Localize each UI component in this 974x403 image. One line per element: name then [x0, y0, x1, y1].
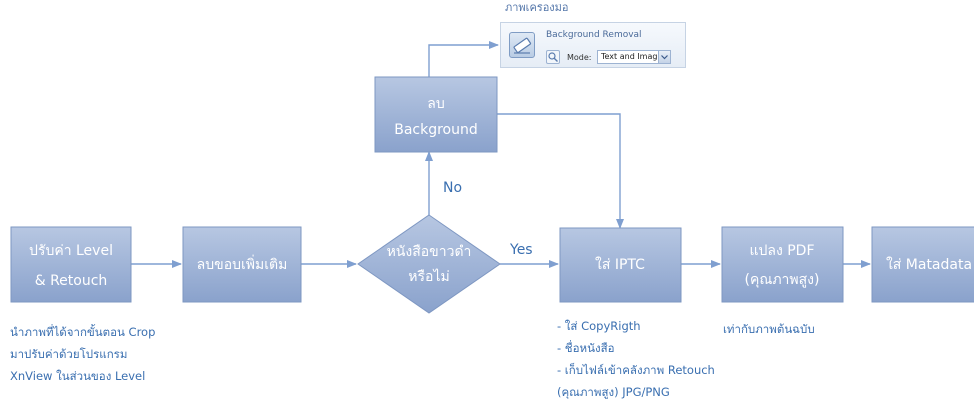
node-pdf-line2: (คุณภาพสูง): [745, 272, 820, 288]
note-iptc-line: (คุณภาพสูง) JPG/PNG: [557, 385, 670, 399]
toolbar-caption: ภาพเครื่องมือ: [505, 4, 569, 14]
note-iptc-line: - ใส่ CopyRigth: [557, 319, 641, 333]
node-iptc: ใส่ IPTC: [559, 227, 682, 303]
edge-label-no: No: [443, 180, 462, 196]
mode-select[interactable]: Text and Image: [597, 50, 671, 64]
note-pdf: เท่ากับภาพต้นฉบับ: [723, 318, 815, 340]
node-iptc-label: ใส่ IPTC: [595, 256, 645, 273]
node-retouch-line2: & Retouch: [35, 273, 108, 289]
toolbar-title: Background Removal: [546, 30, 642, 40]
node-metadata: ใส่ Matadata: [871, 226, 974, 303]
magnifier-icon[interactable]: [546, 50, 560, 64]
node-pdf-line1: แปลง PDF: [749, 243, 814, 259]
connectors: [131, 41, 871, 268]
note-retouch-line: XnView ในส่วนของ Level: [10, 369, 146, 383]
node-trim-label: ลบขอบเพิ่มเติม: [197, 255, 288, 273]
node-remove-bg: ลบ Background: [374, 76, 498, 153]
node-decision-line1: หนังสือขาวดำ: [387, 244, 472, 260]
node-decision-line2: หรือไม่: [408, 268, 449, 285]
note-retouch-line: มาปรับค่าด้วยโปรแกรม: [10, 347, 128, 361]
edge-label-yes: Yes: [509, 242, 533, 258]
note-iptc: - ใส่ CopyRigth - ชื่อหนังสือ - เก็บไฟล์…: [557, 315, 715, 403]
note-iptc-line: - เก็บไฟล์เข้าคลังภาพ Retouch: [557, 363, 715, 377]
node-remove-bg-line1: ลบ: [427, 96, 444, 112]
node-remove-bg-line2: Background: [394, 122, 478, 138]
eraser-icon[interactable]: [509, 32, 535, 58]
node-trim: ลบขอบเพิ่มเติม: [182, 226, 302, 303]
node-pdf: แปลง PDF (คุณภาพสูง): [721, 226, 844, 303]
note-retouch: นำภาพที่ได้จากขั้นตอน Crop มาปรับค่าด้วย…: [10, 321, 155, 387]
note-iptc-line: - ชื่อหนังสือ: [557, 341, 615, 355]
chevron-down-icon[interactable]: [658, 51, 670, 63]
mode-select-value: Text and Image: [601, 52, 663, 61]
node-metadata-label: ใส่ Matadata: [886, 256, 972, 273]
node-retouch-line1: ปรับค่า Level: [29, 243, 113, 259]
edge-remove-bg-to-toolbar: [428, 41, 499, 77]
node-decision: หนังสือขาวดำ หรือไม่: [357, 214, 501, 314]
node-retouch: ปรับค่า Level & Retouch: [10, 226, 132, 303]
note-pdf-line: เท่ากับภาพต้นฉบับ: [723, 322, 815, 336]
note-retouch-line: นำภาพที่ได้จากขั้นตอน Crop: [10, 325, 156, 339]
background-removal-toolbar: Background Removal Mode: Text and Image: [500, 22, 686, 68]
mode-label: Mode:: [567, 53, 592, 62]
edge-remove-bg-to-iptc: [497, 113, 624, 229]
